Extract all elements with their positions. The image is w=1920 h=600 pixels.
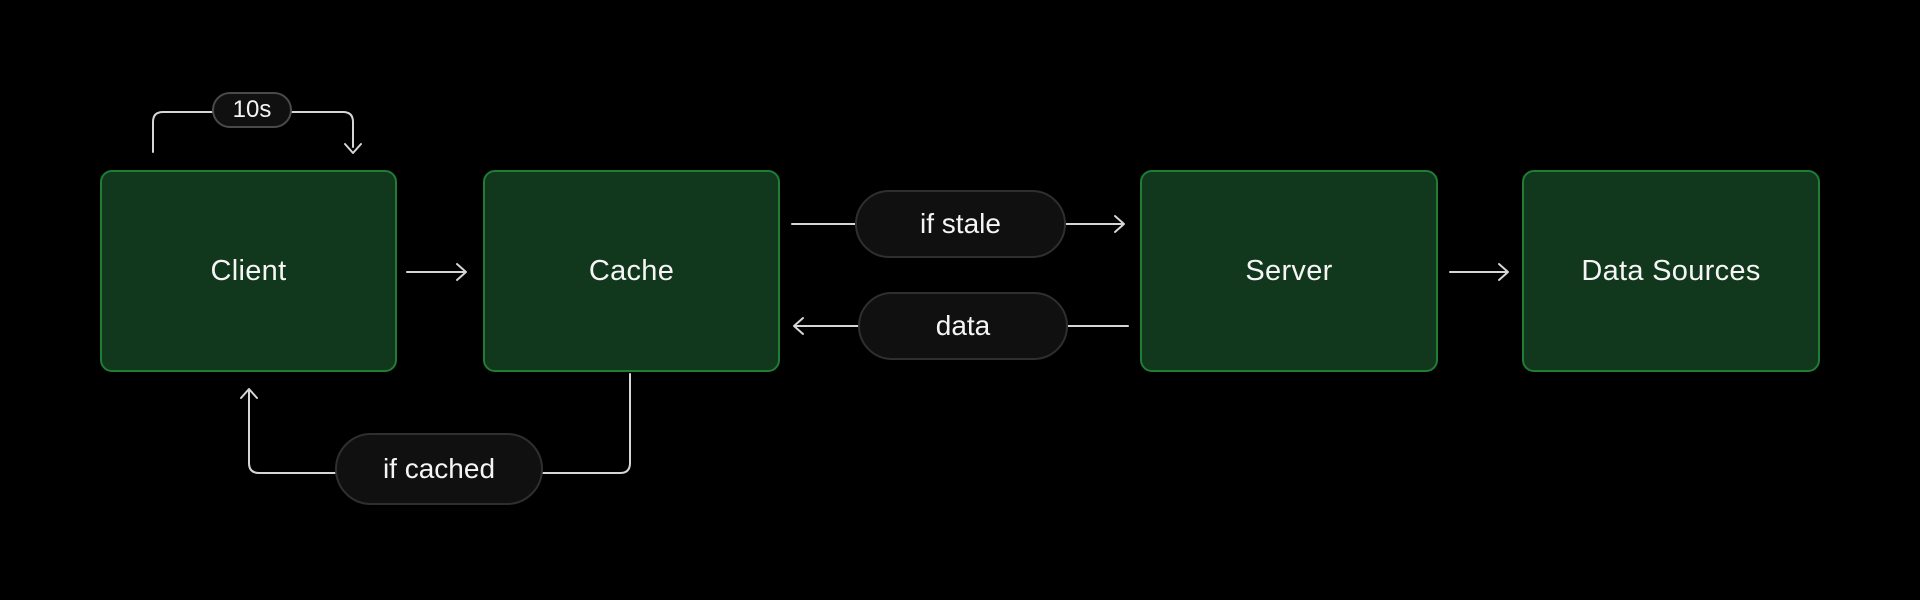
edge-label-data[interactable]: data: [858, 292, 1068, 360]
edge-server-to-data-sources: [1449, 263, 1509, 281]
edge-label-10s[interactable]: 10s: [212, 92, 292, 128]
edge-label-10s-text: 10s: [232, 96, 272, 123]
node-client[interactable]: Client: [100, 170, 397, 372]
edge-label-data-text: data: [935, 310, 991, 341]
arrowhead-left-icon: [793, 317, 804, 335]
arrowhead-right-icon: [1498, 263, 1509, 281]
edge-label-if-cached[interactable]: if cached: [335, 433, 543, 505]
node-server-label: Server: [1245, 254, 1333, 287]
arrowhead-right-icon: [1114, 215, 1125, 233]
edge-label-if-cached-text: if cached: [382, 453, 496, 484]
arrowhead-down-icon: [344, 143, 362, 154]
edge-label-if-stale-text: if stale: [920, 208, 1001, 239]
edge-cache-to-server: [791, 215, 1125, 233]
node-server[interactable]: Server: [1140, 170, 1438, 372]
edge-client-to-cache: [406, 263, 467, 281]
node-cache-label: Cache: [588, 254, 675, 287]
arrowhead-up-icon: [240, 388, 258, 399]
node-data-sources-label: Data Sources: [1581, 254, 1761, 287]
edge-label-if-stale[interactable]: if stale: [855, 190, 1066, 258]
edge-server-to-cache: [793, 317, 1129, 335]
arrowhead-right-icon: [456, 263, 467, 281]
node-data-sources[interactable]: Data Sources: [1522, 170, 1820, 372]
node-cache[interactable]: Cache: [483, 170, 780, 372]
node-client-label: Client: [210, 254, 287, 287]
